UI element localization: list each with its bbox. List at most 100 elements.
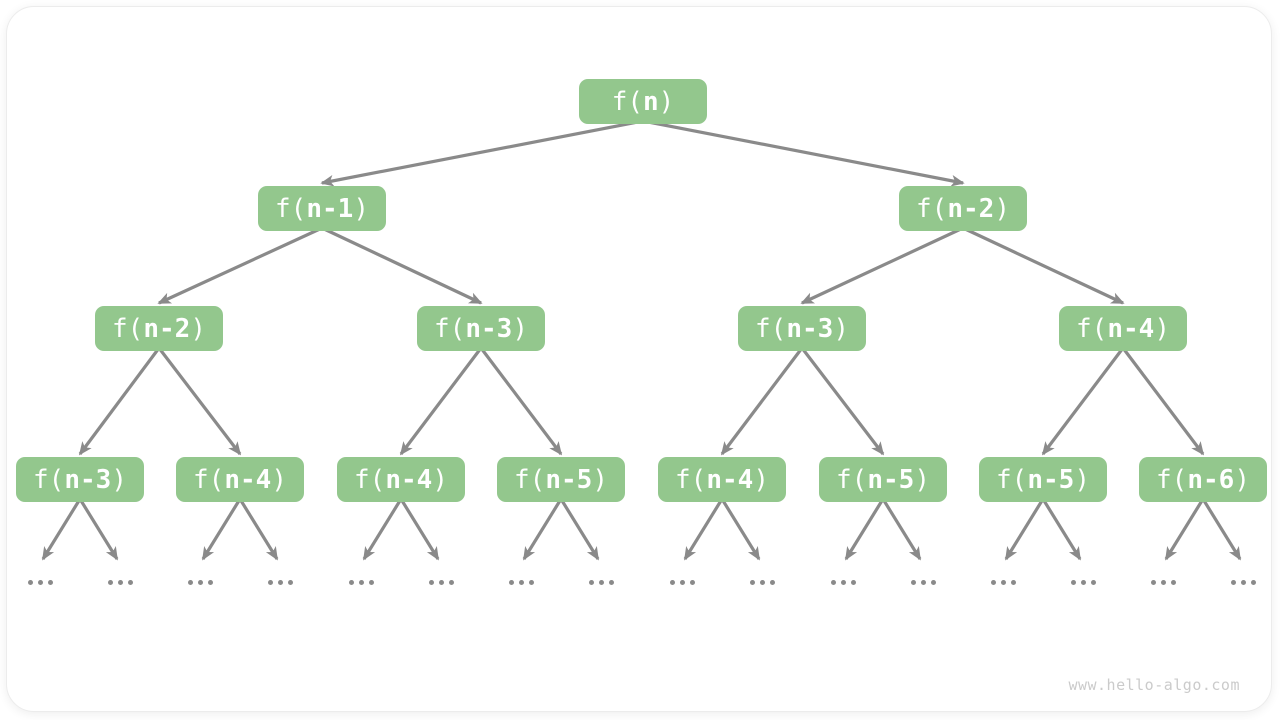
node-label-post: ) [914,464,930,495]
node-label-post: ) [1154,313,1170,344]
tree-node-9: f(n-4) [337,457,465,502]
ellipsis-dots [268,580,293,585]
tree-node-1: f(n-1) [258,186,386,231]
node-label-mid: n-2 [947,193,995,224]
tree-node-10: f(n-5) [497,457,625,502]
ellipsis-dots [28,580,53,585]
edge-line [800,347,885,456]
edge-layer [41,119,1242,561]
node-label-pre: f( [996,464,1028,495]
node-label-mid: n-6 [1187,464,1235,495]
dot [359,580,364,585]
node-label-pre: f( [1156,464,1188,495]
dot [349,580,354,585]
dot [198,580,203,585]
watermark: www.hello-algo.com [1068,676,1240,694]
dot [1241,580,1246,585]
edge-line [1121,347,1205,456]
dot [519,580,524,585]
edge-line [962,226,1125,305]
dot [760,580,765,585]
edge-line [1041,347,1125,456]
dot [48,580,53,585]
edge-line [1004,498,1045,561]
dot [1081,580,1086,585]
dot [609,580,614,585]
dot [1001,580,1006,585]
dot [1231,580,1236,585]
edge-line [320,119,644,187]
tree-node-0: f(n) [579,79,707,124]
node-label-post: ) [994,193,1010,224]
edge-line [522,498,563,561]
dot [288,580,293,585]
node-label-post: ) [658,86,675,117]
ellipsis-dots [188,580,213,585]
edge-line [559,498,600,561]
dot [851,580,856,585]
tree-node-2: f(n-2) [899,186,1027,231]
dot [1091,580,1096,585]
dot [28,580,33,585]
dot [921,580,926,585]
edge-line [844,498,885,561]
dot [1011,580,1016,585]
edge-line [1201,498,1242,561]
tree-node-7: f(n-3) [16,457,144,502]
node-label-mid: n-1 [306,193,354,224]
ellipsis-dots [108,580,133,585]
dot [1151,580,1156,585]
dot [750,580,755,585]
dot [589,580,594,585]
node-label-pre: f( [434,313,466,344]
tree-node-5: f(n-3) [738,306,866,351]
edge-line [157,226,323,305]
node-label-pre: f( [1076,313,1108,344]
edge-line [157,347,242,456]
dot [911,580,916,585]
edge-line [399,498,440,561]
dot [770,580,775,585]
node-label-mid: n-4 [706,464,754,495]
dot [268,580,273,585]
node-label-post: ) [271,464,287,495]
dot [429,580,434,585]
node-label-post: ) [353,193,369,224]
dot [680,580,685,585]
ellipsis-dots [1071,580,1096,585]
ellipsis-dots [589,580,614,585]
edge-line [238,498,279,561]
edge-line [321,226,483,305]
tree-node-13: f(n-5) [979,457,1107,502]
node-label-pre: f( [275,193,307,224]
node-label-mid: n-5 [1027,464,1075,495]
node-label-mid: n-5 [867,464,915,495]
node-label-pre: f( [755,313,787,344]
node-label-pre: f( [836,464,868,495]
dot [108,580,113,585]
ellipsis-dots [1231,580,1256,585]
node-label-post: ) [1074,464,1090,495]
ellipsis-dots [911,580,936,585]
edge-line [201,498,242,561]
dot [831,580,836,585]
ellipsis-dots [429,580,454,585]
dot [509,580,514,585]
dot [118,580,123,585]
dot [439,580,444,585]
edge-line [1164,498,1205,561]
edge-line [41,498,82,561]
ellipsis-dots [349,580,374,585]
node-label-pre: f( [611,86,643,117]
dot [599,580,604,585]
tree-node-3: f(n-2) [95,306,223,351]
tree-node-8: f(n-4) [176,457,304,502]
tree-node-14: f(n-6) [1139,457,1267,502]
dot [278,580,283,585]
edge-line [362,498,403,561]
edge-line [399,347,483,456]
node-label-post: ) [432,464,448,495]
ellipsis-dots [670,580,695,585]
edge-line [720,347,804,456]
